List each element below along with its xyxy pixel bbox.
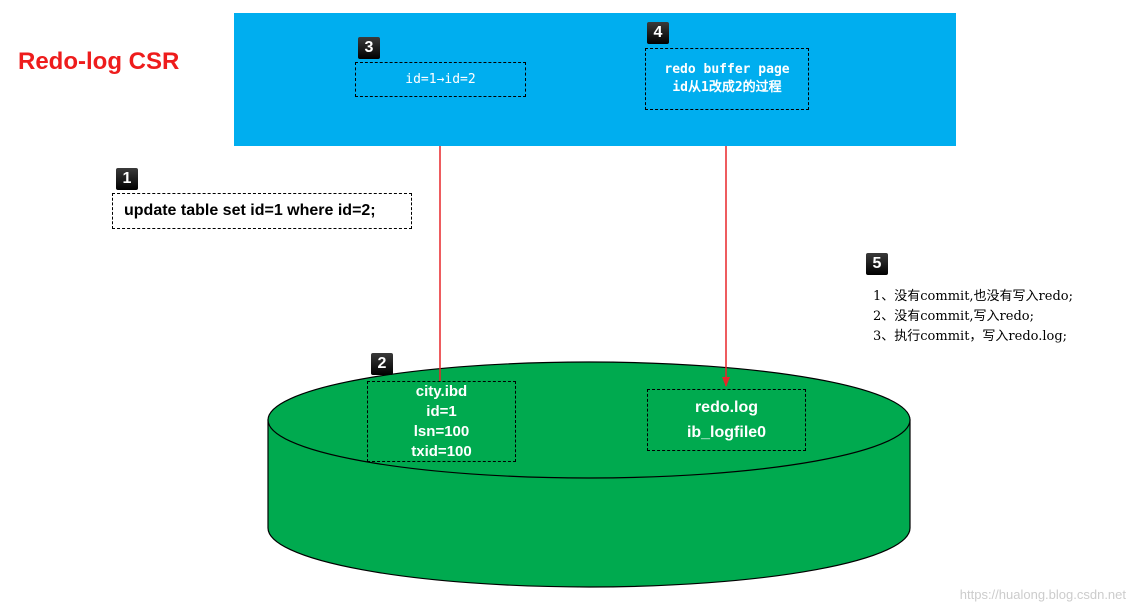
disk-top xyxy=(267,361,911,479)
notes-list: 1、没有commit,也没有写入redo; 2、没有commit,写入redo;… xyxy=(873,287,1073,347)
redo-buffer-label: redo buffer page xyxy=(664,62,790,77)
step-3-badge: 3 xyxy=(358,37,380,59)
note-item: 2、没有commit,写入redo; xyxy=(873,309,1034,324)
record-lsn: lsn=100 xyxy=(413,422,470,440)
step-4-badge: 4 xyxy=(647,22,669,44)
memory-area xyxy=(234,13,956,146)
note-item: 1、没有commit,也没有写入redo; xyxy=(873,289,1073,304)
watermark: https://hualong.blog.csdn.net xyxy=(959,587,1126,602)
step-3-change-box: id=1→id=2 xyxy=(355,62,526,97)
datafile-name: city.ibd xyxy=(415,382,468,400)
record-txid: txid=100 xyxy=(411,442,472,460)
disk-cylinder xyxy=(267,361,911,588)
city-ibd-box: city.ibd id=1 lsn=100 txid=100 xyxy=(367,381,516,462)
redo-logfile-name: ib_logfile0 xyxy=(686,424,767,441)
step-5-badge: 5 xyxy=(866,253,888,275)
redo-buffer-desc: id从1改成2的过程 xyxy=(672,80,782,95)
page-title: Redo-log CSR xyxy=(18,48,180,75)
note-item: 3、执行commit，写入redo.log; xyxy=(873,329,1068,344)
step-1-badge: 1 xyxy=(116,168,138,190)
sql-statement: update table set id=1 where id=2; xyxy=(124,202,376,219)
redo-log-file-box: redo.log ib_logfile0 xyxy=(647,389,806,451)
redo-buffer-page-box: redo buffer page id从1改成2的过程 xyxy=(645,48,809,110)
step-2-badge: 2 xyxy=(371,353,393,375)
redo-log-name: redo.log xyxy=(694,399,759,416)
record-id: id=1 xyxy=(426,402,457,420)
step-3-text: id=1→id=2 xyxy=(405,72,476,87)
sql-statement-box: update table set id=1 where id=2; xyxy=(112,193,412,229)
